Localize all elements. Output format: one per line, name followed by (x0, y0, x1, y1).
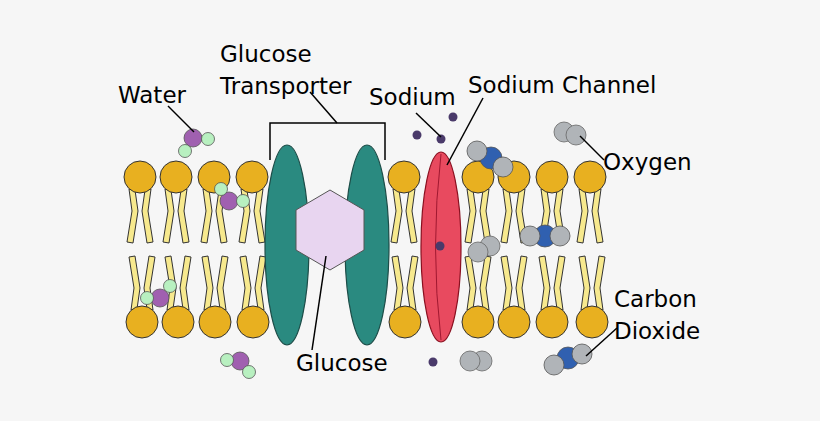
leader-line (168, 106, 194, 132)
hydrogen-atom (164, 280, 177, 293)
sodium-channel (421, 152, 461, 342)
sodium-ion (413, 131, 422, 140)
hydrogen-atom (179, 145, 192, 158)
leader-lines (168, 92, 617, 356)
callout-label: Water (118, 79, 186, 111)
oxygen-atom (468, 242, 488, 262)
glucose-hexagon (296, 190, 364, 270)
sodium-ions (413, 113, 458, 367)
sodium-ion (429, 358, 438, 367)
callout-label: Sodium (369, 81, 456, 113)
hydrogen-atom (237, 195, 250, 208)
carbon-dioxide-molecules (467, 141, 592, 375)
oxygen-atom (467, 141, 487, 161)
leader-line (416, 113, 441, 137)
hydrogen-atom (141, 292, 154, 305)
hydrogen-atom (221, 354, 234, 367)
leader-line (586, 328, 617, 356)
channel-protein (421, 152, 461, 342)
phospholipid (236, 161, 268, 243)
hydrogen-atom (202, 133, 215, 146)
callout-label: Glucose Transporter (220, 38, 385, 102)
hydrogen-atom (215, 183, 228, 196)
water-molecules (141, 129, 256, 379)
leader-line (312, 256, 326, 350)
oxygen-atom (550, 226, 570, 246)
phospholipid (237, 256, 269, 338)
sodium-ion (449, 113, 458, 122)
phospholipid (574, 161, 606, 243)
callout-label: Oxygen (603, 146, 692, 178)
sodium-ion (437, 135, 446, 144)
callout-label: Sodium Channel (468, 69, 656, 101)
phospholipid (498, 256, 530, 338)
phospholipid (576, 256, 608, 338)
leader-line (580, 136, 604, 160)
callout-label: Carbon Dioxide (614, 283, 726, 347)
phospholipid (124, 161, 156, 243)
phospholipid (126, 256, 158, 338)
hydrogen-atom (243, 366, 256, 379)
oxygen-atom (544, 355, 564, 375)
oxygen-atom (493, 157, 513, 177)
phospholipid (199, 256, 231, 338)
oxygen-molecules (460, 122, 586, 371)
oxygen-atom (566, 125, 586, 145)
phospholipid (462, 256, 494, 338)
sodium-ion (436, 242, 445, 251)
phospholipid (462, 161, 494, 243)
phospholipid (389, 256, 421, 338)
phospholipid (536, 256, 568, 338)
callout-label: Glucose (296, 347, 388, 379)
phospholipid (160, 161, 192, 243)
oxygen-atom (520, 226, 540, 246)
glucose-transporter (265, 123, 389, 345)
phospholipid (388, 161, 420, 243)
oxygen-atom (460, 351, 480, 371)
bracket (270, 123, 385, 160)
